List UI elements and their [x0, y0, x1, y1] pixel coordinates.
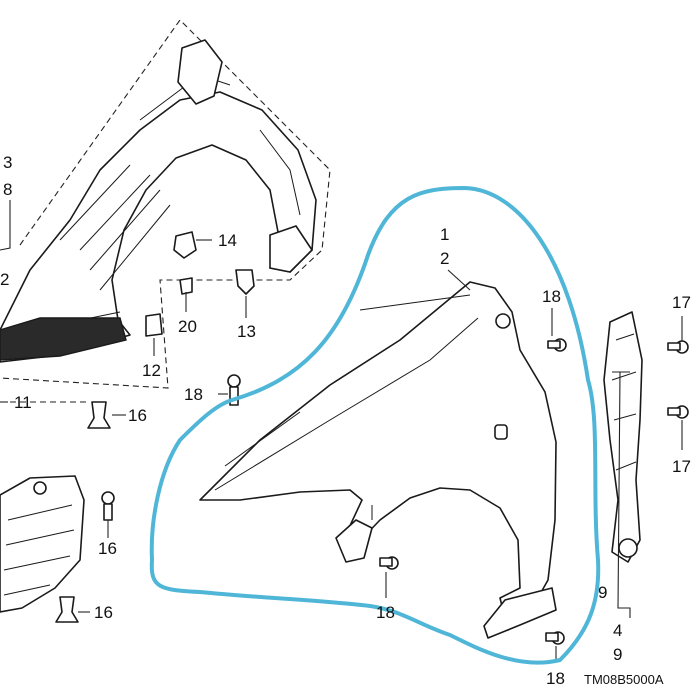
label-13: 13 [237, 322, 256, 341]
front-fender-icon [199, 281, 557, 639]
label-16-lower: 16 [94, 603, 113, 622]
label-18-corner: 18 [546, 669, 565, 688]
label-4: 4 [613, 621, 622, 640]
label-11: 11 [14, 393, 32, 412]
label-14: 14 [218, 231, 237, 250]
label-1: 1 [440, 225, 449, 244]
leader-lines [0, 200, 683, 662]
label-8: 8 [3, 180, 12, 199]
label-12: 12 [142, 361, 161, 380]
label-9-side: 9 [598, 583, 607, 602]
label-16-upper: 16 [128, 406, 147, 425]
label-2: 2 [440, 249, 449, 268]
label-20: 20 [178, 317, 197, 336]
push-clip-icon [55, 231, 255, 623]
flange-bolt-icon [101, 338, 689, 645]
label-2-left: 2 [0, 270, 9, 289]
fender-bracket-icon [603, 311, 643, 563]
rear-liner-icon [0, 475, 85, 613]
highlight-outline [149, 186, 601, 665]
label-16-mid: 16 [98, 539, 117, 558]
label-17-lower: 17 [672, 457, 691, 476]
diagram-code: TM08B5000A [584, 672, 664, 687]
label-18-left: 18 [184, 385, 203, 404]
inner-fender-liner-icon [0, 39, 317, 363]
label-18-top: 18 [542, 287, 561, 306]
label-18-bottom: 18 [376, 603, 395, 622]
label-3: 3 [3, 153, 12, 172]
label-9: 9 [613, 645, 622, 664]
label-17-upper: 17 [672, 293, 691, 312]
